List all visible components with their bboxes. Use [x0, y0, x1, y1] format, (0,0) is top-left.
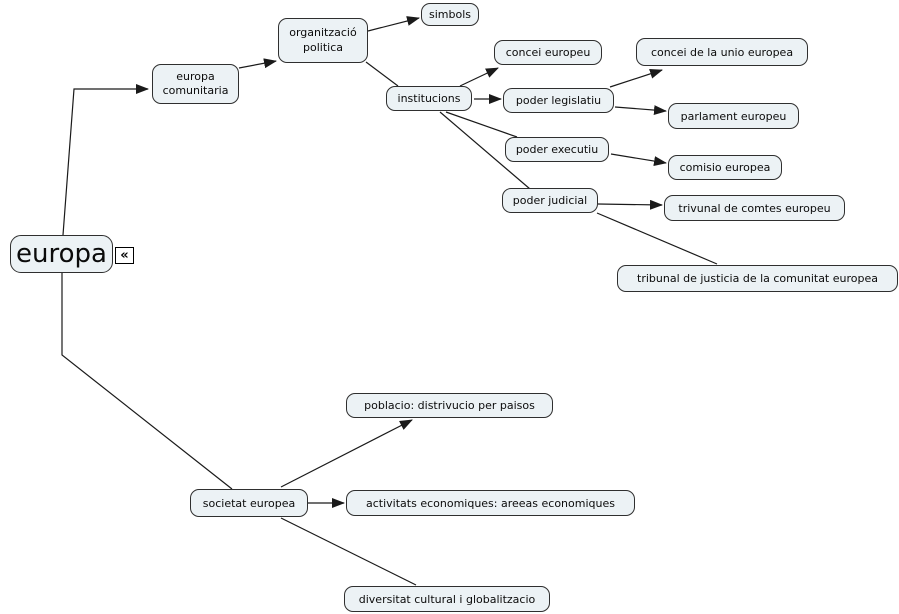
edge-executiu-to-comisio: [610, 153, 667, 166]
node-trivunal-comtes[interactable]: trivunal de comtes europeu: [664, 195, 845, 221]
node-parlament-europeu[interactable]: parlament europeu: [668, 103, 799, 129]
node-diversitat[interactable]: diversitat cultural i globalitzacio: [344, 586, 550, 612]
edge-judicial-to-trivunal: [597, 199, 663, 210]
node-concei-unio-europea[interactable]: concei de la unio europea: [636, 38, 808, 66]
edge-legislatiu-to-concei-unio: [609, 68, 663, 88]
node-poblacio[interactable]: poblacio: distrivucio per paisos: [346, 393, 553, 418]
node-poder-legislatiu[interactable]: poder legislatiu: [503, 88, 614, 113]
edge-europa-to-europa-comunitaria: [62, 84, 149, 236]
node-concei-europeu[interactable]: concei europeu: [494, 40, 602, 65]
edge-legislatiu-to-parlament: [614, 105, 667, 116]
edge-organitzacio-to-institucions: [365, 61, 399, 87]
edge-comunitaria-to-organitzacio: [238, 58, 277, 69]
node-societat-europea[interactable]: societat europea: [190, 489, 308, 517]
collapse-toggle-icon[interactable]: «: [115, 247, 134, 264]
edge-organitzacio-to-simbols: [367, 16, 420, 32]
edge-societat-to-diversitat: [280, 517, 417, 586]
node-comisio-europea[interactable]: comisio europea: [668, 155, 782, 180]
node-organitzacio-politica[interactable]: organització politica: [278, 18, 368, 63]
node-europa[interactable]: europa: [10, 235, 113, 273]
edge-institucions-to-concei-europeu: [459, 67, 499, 87]
node-institucions[interactable]: institucions: [386, 86, 472, 111]
node-poder-judicial[interactable]: poder judicial: [502, 188, 598, 213]
node-poder-executiu[interactable]: poder executiu: [505, 137, 609, 162]
node-tribunal-justicia[interactable]: tribunal de justicia de la comunitat eur…: [617, 265, 898, 292]
node-activitats[interactable]: activitats economiques: areeas economiqu…: [346, 490, 635, 516]
edge-societat-to-poblacio: [280, 419, 413, 488]
node-europa-comunitaria[interactable]: europa comunitaria: [152, 64, 239, 104]
edge-europa-to-societat: [61, 273, 233, 490]
node-simbols[interactable]: simbols: [421, 3, 479, 26]
edge-institucions-to-poder-executiu: [445, 111, 518, 138]
